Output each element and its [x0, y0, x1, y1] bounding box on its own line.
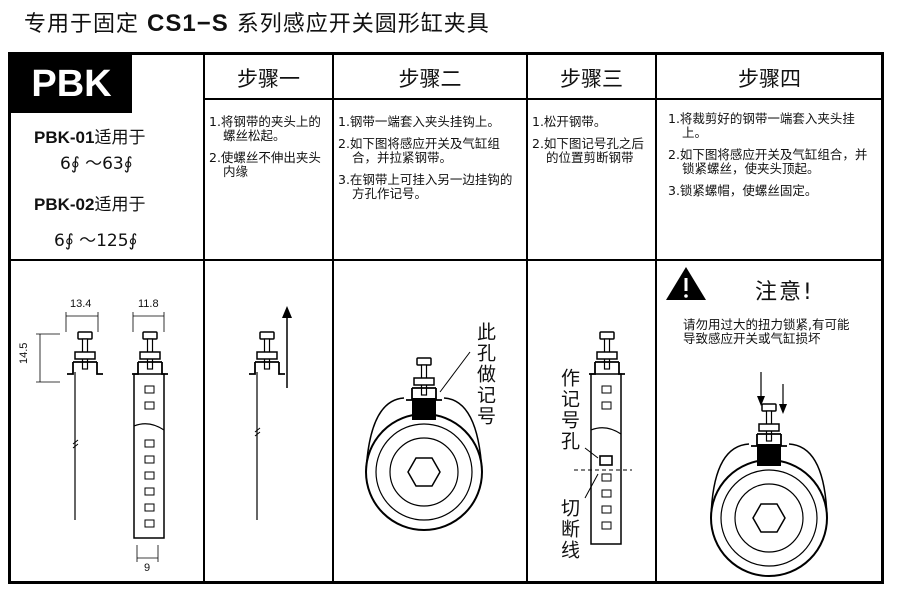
marked-hole-label: 作记号孔 [558, 368, 580, 452]
step-1-list: 1.将钢带的夹头上的螺丝松起。 2.使螺丝不伸出夹头内缘 [209, 115, 331, 187]
step-item: 1.将裁剪好的钢带一端套入夹头挂上。 [668, 111, 855, 140]
model-pbk01: PBK-01适用于 [34, 128, 146, 148]
step-1-title: 步骤一 [237, 67, 300, 91]
instruction-table [8, 52, 884, 584]
step-item: 1.钢带一端套入夹头挂钩上。 [338, 114, 500, 129]
drawing-step-2 [365, 351, 483, 531]
dim-11-8: 11.8 [138, 298, 159, 310]
step-2-title: 步骤二 [398, 67, 462, 91]
drawing-step-1 [248, 306, 292, 520]
divider [332, 55, 334, 581]
step-4-title: 步骤四 [738, 67, 801, 91]
step-3-list: 1.松开钢带。 2.如下图记号孔之后的位置剪断钢带 [532, 115, 652, 173]
model-pbk02-range: 6∮ ～125∮ [54, 231, 138, 251]
drawing-step-3 [574, 331, 632, 545]
step-item: 3.锁紧螺帽，使螺丝固定。 [668, 183, 818, 198]
step-item: 3.在钢带上可挂入另一边挂钩的方孔作记号。 [338, 172, 513, 201]
model-pbk01-range: 6∮ ～63∮ [60, 154, 133, 174]
step-item: 1.将钢带的夹头上的螺丝松起。 [209, 114, 321, 143]
step-3-title: 步骤三 [560, 67, 623, 91]
mark-hole-label: 此孔做记号 [474, 322, 496, 427]
warning-text: 请勿用过大的扭力锁紧,有可能导致感应开关或气缸损坏 [683, 317, 850, 346]
step-item: 2.使螺丝不伸出夹头内缘 [209, 150, 321, 179]
step-item: 2.如下图记号孔之后的位置剪断钢带 [532, 136, 644, 165]
divider [11, 259, 882, 261]
step-item: 2.如下图将感应开关及气缸组合，并拉紧钢带。 [338, 136, 500, 165]
step-item: 1.松开钢带。 [532, 114, 607, 129]
divider [655, 55, 657, 581]
dim-13-4: 13.4 [70, 298, 92, 310]
dim-14-5: 14.5 [18, 342, 30, 364]
page-title: 专用于固定 CS1−S 系列感应开关圆形缸夹具 [24, 10, 490, 37]
warning-title: 注意! [755, 280, 814, 305]
step-2-list: 1.钢带一端套入夹头挂钩上。 2.如下图将感应开关及气缸组合，并拉紧钢带。 3.… [338, 115, 524, 209]
divider [203, 98, 882, 100]
product-code: PBK [11, 55, 132, 113]
model-pbk02: PBK-02适用于 [34, 195, 146, 215]
drawing-step-4 [666, 267, 828, 577]
cut-line-label: 切断线 [558, 498, 580, 561]
dim-9: 9 [144, 562, 151, 574]
divider [526, 55, 528, 581]
drawing-clamp-dims [36, 312, 169, 562]
step-4-list: 1.将裁剪好的钢带一端套入夹头挂上。 2.如下图将感应开关及气缸组合，并锁紧螺丝… [668, 112, 872, 206]
divider [203, 55, 205, 581]
step-item: 2.如下图将感应开关及气缸组合，并锁紧螺丝，使夹头顶起。 [668, 147, 868, 176]
